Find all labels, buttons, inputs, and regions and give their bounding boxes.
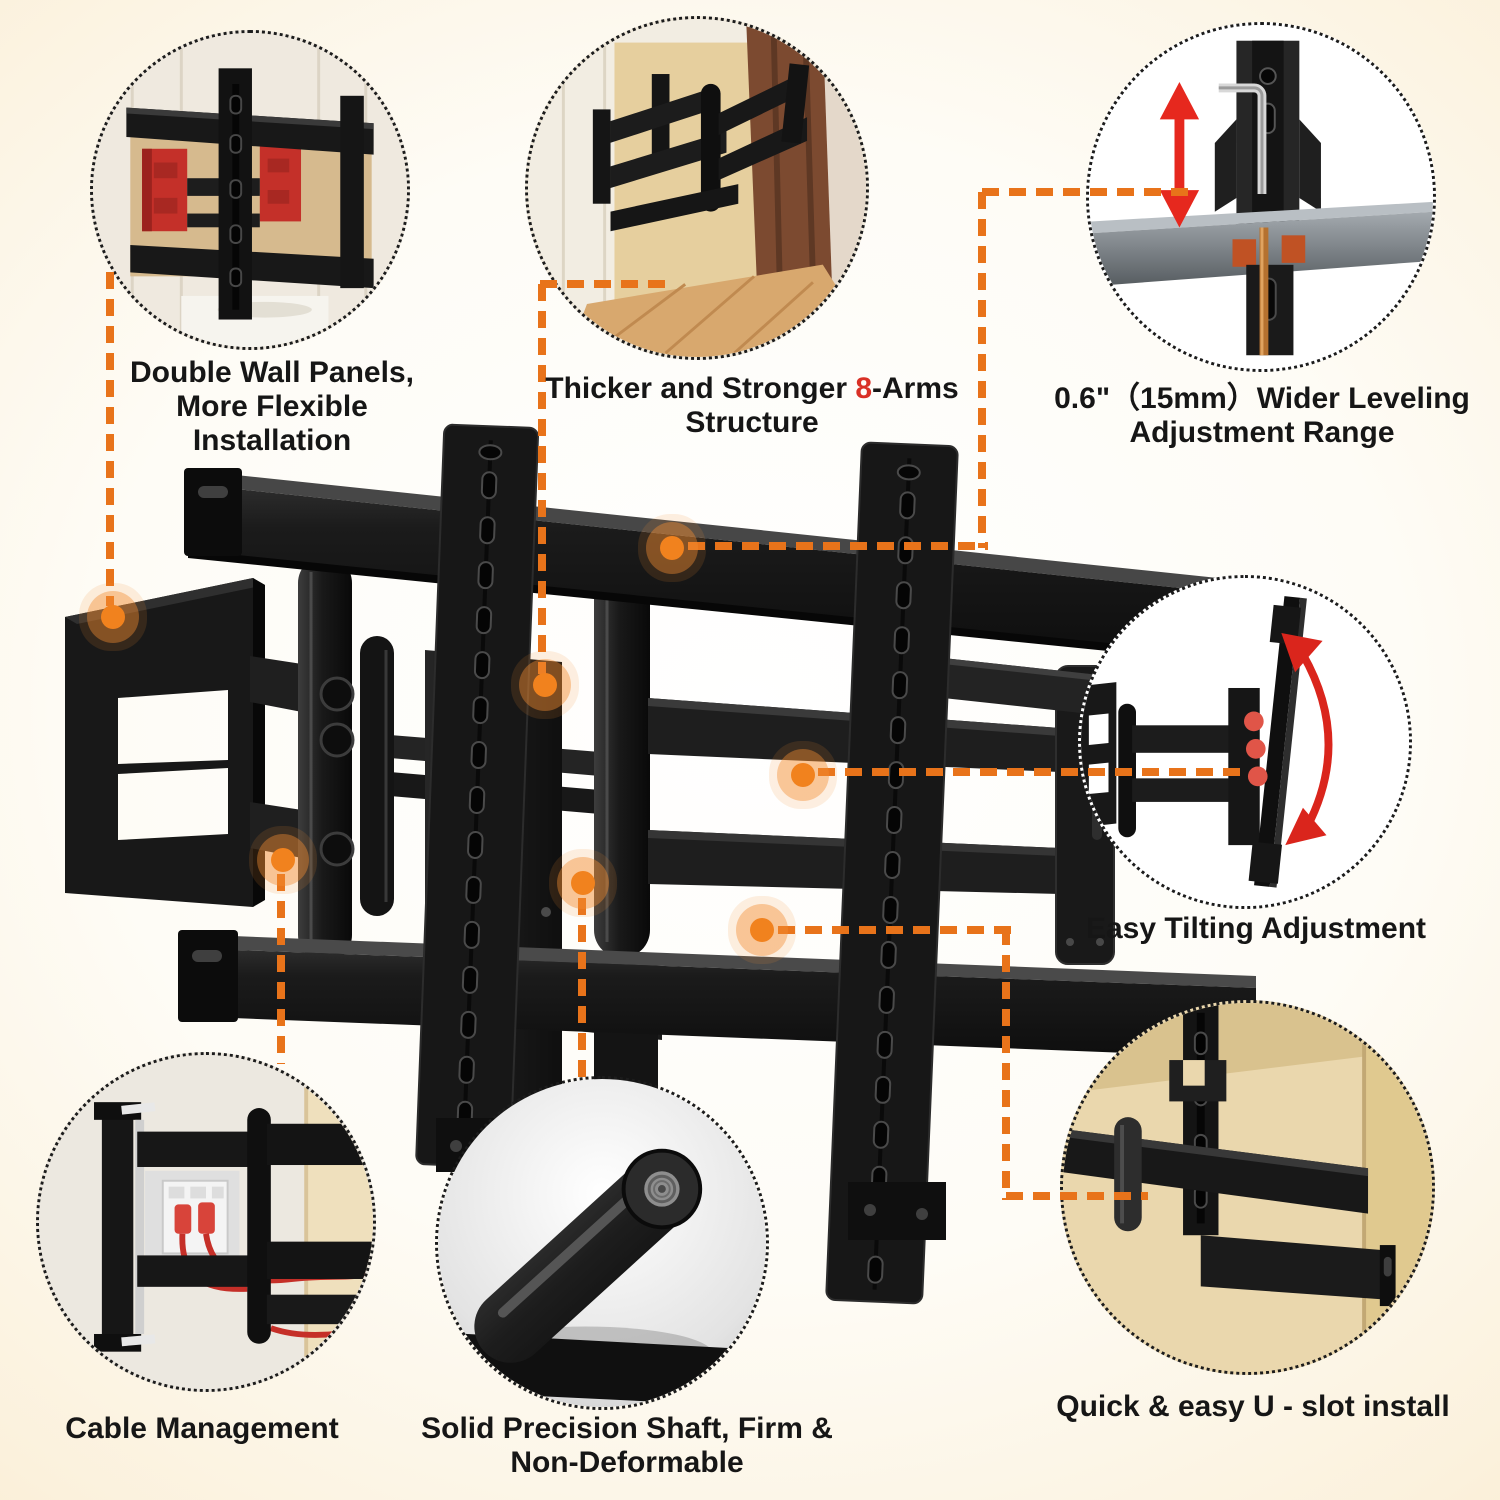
- caption-tilting: Easy Tilting Adjustment: [1046, 912, 1466, 946]
- caption-u-slot: Quick & easy U - slot install: [1033, 1390, 1473, 1424]
- caption-line: Cable Management: [65, 1412, 339, 1445]
- connector-bottom-middle: [578, 898, 586, 1082]
- callout-circle-u-slot: [1060, 1000, 1435, 1375]
- red-wall-panel-boxes: [142, 144, 302, 232]
- outlet-recess: [145, 1170, 240, 1266]
- callout-circle-tilting: [1078, 575, 1412, 909]
- caption-line: Structure: [685, 406, 819, 439]
- caption-double-wall-panels: Double Wall Panels, More Flexible Instal…: [77, 356, 467, 458]
- caption-line: More Flexible: [176, 390, 368, 423]
- folded-arms: [592, 63, 810, 232]
- u-slot-hook-and-rail: [1063, 1060, 1396, 1307]
- right-vesa-bracket: [825, 441, 959, 1305]
- callout-dot-leveling: [660, 536, 684, 560]
- caption-line: Solid Precision Shaft, Firm &: [421, 1412, 833, 1445]
- caption-line: Installation: [192, 424, 352, 457]
- connector-top-right-v: [978, 192, 986, 548]
- orange-clamps: [1232, 235, 1306, 267]
- connector-top-left: [106, 272, 114, 606]
- callout-dot-u-slot: [750, 918, 774, 942]
- callout-circle-leveling: [1086, 22, 1436, 372]
- callout-dot-double-wall: [101, 605, 125, 629]
- connector-bottom-right-v: [1002, 928, 1010, 1200]
- connector-bottom-left: [277, 874, 285, 1064]
- red-pivot-dots: [1244, 711, 1268, 787]
- copper-screw: [1259, 227, 1269, 356]
- connector-bottom-right-h2: [1006, 1192, 1148, 1200]
- callout-dot-cable: [271, 848, 295, 872]
- caption-shaft: Solid Precision Shaft, Firm & Non-Deform…: [388, 1412, 866, 1480]
- caption-leveling: 0.6"（15mm）Wider Leveling Adjustment Rang…: [1032, 382, 1492, 450]
- callout-dot-tilting: [791, 763, 815, 787]
- tilted-tv-plate: [1248, 596, 1307, 888]
- callout-dot-shaft: [571, 871, 595, 895]
- rail-top-face: [1089, 201, 1433, 234]
- caption-line: Non-Deformable: [510, 1446, 744, 1479]
- connector-bottom-right-h1: [778, 926, 1012, 934]
- leveling-adjustment-photo: [1089, 25, 1433, 369]
- caption-line: Adjustment Range: [1129, 416, 1395, 449]
- caption-line: Quick & easy U - slot install: [1056, 1390, 1450, 1423]
- left-pivot-column: [298, 556, 394, 962]
- mount-on-double-wall-panels-photo: [93, 33, 407, 347]
- caption-line: Double Wall Panels,: [130, 356, 414, 389]
- precision-shaft: [474, 1148, 703, 1363]
- lower-bracket: [1246, 264, 1294, 356]
- precision-shaft-photo: [438, 1079, 766, 1407]
- connector-top-right-h1: [688, 542, 988, 550]
- allen-key: [1218, 83, 1267, 195]
- cable-management-photo: [39, 1055, 373, 1389]
- wall-plate-arms: [250, 656, 302, 858]
- connector-top-right-h2: [982, 188, 1188, 196]
- mini-mount-frame: [126, 68, 374, 320]
- callout-circle-double-wall-panels: [90, 30, 410, 350]
- caption-line: 0.6"（15mm）Wider Leveling: [1054, 382, 1470, 415]
- red-tilt-arc-arrow: [1281, 632, 1333, 846]
- callout-circle-eight-arms: [525, 16, 869, 360]
- tilting-adjustment-photo: [1081, 578, 1409, 906]
- vertical-slotted-bracket: [1183, 1003, 1219, 1236]
- center-pivot-column: [594, 556, 650, 958]
- connector-top-middle-v: [538, 284, 546, 674]
- caption-line: Easy Tilting Adjustment: [1085, 912, 1427, 945]
- connector-middle-right: [818, 768, 1246, 776]
- channel-bracket-top: [1214, 40, 1321, 228]
- callout-dot-eight-arms: [533, 673, 557, 697]
- caption-text: -Arms: [872, 372, 959, 405]
- caption-highlight-8: 8: [855, 372, 873, 405]
- callout-circle-cable-management: [36, 1052, 376, 1392]
- caption-line: Thicker and Stronger 8-Arms: [528, 372, 976, 406]
- u-slot-install-photo: [1063, 1003, 1432, 1372]
- caption-cable-management: Cable Management: [22, 1412, 382, 1446]
- red-up-down-arrow: [1159, 82, 1200, 228]
- eight-arm-structure-photo: [528, 19, 866, 357]
- connector-top-middle-h: [540, 280, 668, 288]
- callout-circle-shaft: [435, 1076, 769, 1410]
- mount-back-frame: [94, 1102, 373, 1352]
- caption-text: Thicker and Stronger: [545, 372, 856, 405]
- left-wall-plate: [65, 578, 265, 907]
- caption-eight-arms: Thicker and Stronger 8-Arms Structure: [528, 372, 976, 440]
